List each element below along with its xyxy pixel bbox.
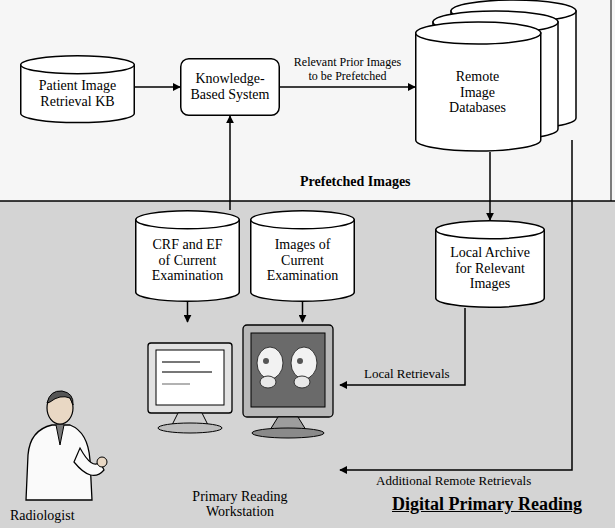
archive-cylinder: Local Archive for Relevant Images xyxy=(435,220,545,308)
left-monitor xyxy=(148,343,232,433)
cylinder-top xyxy=(416,22,541,44)
panel-title: Digital Primary Reading xyxy=(392,494,582,514)
node-text: Local Archive for Relevant Images xyxy=(444,245,536,292)
cylinder-top xyxy=(136,211,240,229)
section-label: Prefetched Images xyxy=(300,174,411,190)
text-holder: Local Archive for Relevant Images xyxy=(435,245,545,292)
database-stack: Remote Image Databases xyxy=(415,0,580,152)
cylinder-body xyxy=(136,220,240,302)
node-text: Images of Current Examination xyxy=(262,237,344,284)
box-outline xyxy=(181,59,280,116)
node-text: Patient Image Retrieval KB xyxy=(33,78,123,109)
data-cylinder: Images of Current Examination xyxy=(250,210,355,302)
panel-border xyxy=(611,0,612,201)
workstation-group: Primary Reading Workstation xyxy=(140,322,340,522)
text-holder: Patient Image Retrieval KB xyxy=(20,78,135,109)
cylinder-top xyxy=(21,56,135,74)
node-text: Remote Image Databases xyxy=(442,69,514,116)
arrow-connector xyxy=(187,302,189,322)
edge-label: Relevant Prior Images to be Prefetched xyxy=(289,56,407,83)
cylinder-body xyxy=(251,220,355,302)
node-text: Knowledge-Based System xyxy=(187,71,273,102)
figure-label: Radiologist xyxy=(10,508,75,524)
edge-label: Local Retrievals xyxy=(364,367,450,382)
text-holder: CRF and EF of Current Examination xyxy=(135,237,240,284)
process-box: Knowledge-Based System xyxy=(180,58,280,116)
arrow-connector xyxy=(340,140,572,470)
cylinder-body xyxy=(436,230,545,308)
edge-label: Additional Remote Retrievals xyxy=(376,474,531,489)
arrow-connector xyxy=(340,308,465,385)
data-cylinder: CRF and EF of Current Examination xyxy=(135,210,240,302)
knowledge-base-cylinder: Patient Image Retrieval KB xyxy=(20,55,135,123)
arrow-connector xyxy=(280,86,415,88)
arrow-connector xyxy=(302,302,304,322)
text-holder: Knowledge-Based System xyxy=(180,71,280,102)
top-panel xyxy=(0,0,615,201)
arrow-connector xyxy=(489,152,491,220)
text-holder: Remote Image Databases xyxy=(415,69,540,116)
text-holder: Images of Current Examination xyxy=(250,237,355,284)
panel-divider xyxy=(0,200,615,202)
right-monitor xyxy=(243,325,333,438)
radiologist-figure xyxy=(26,391,107,500)
text-holder: Primary Reading Workstation xyxy=(140,489,340,520)
cylinder-top xyxy=(436,221,545,239)
arrow-connector xyxy=(229,116,231,210)
cylinder-top xyxy=(251,211,355,229)
cylinder-body xyxy=(416,33,541,151)
node-text: Primary Reading Workstation xyxy=(180,489,300,520)
node-text: CRF and EF of Current Examination xyxy=(147,237,229,284)
arrow-connector xyxy=(135,86,180,88)
